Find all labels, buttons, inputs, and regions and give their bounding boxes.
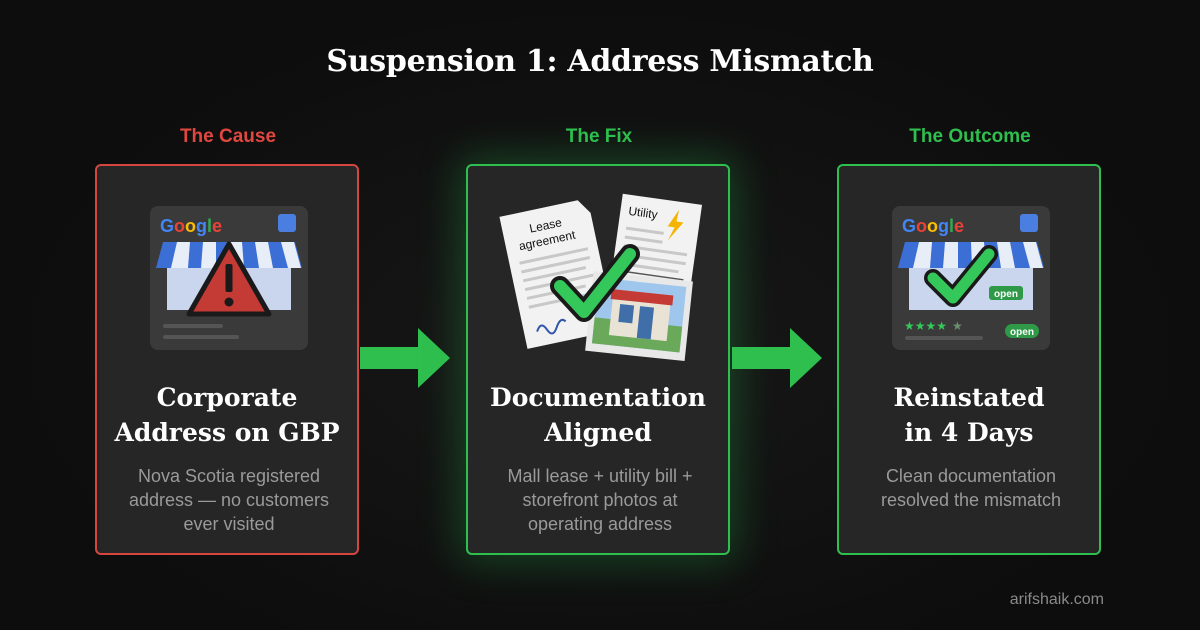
footer-credit: arifshaik.com [1009,591,1104,608]
outcome-description: Clean documentation resolved the mismatc… [880,466,1062,510]
svg-text:★: ★ [952,319,963,333]
cause-card: Google Corporate Address on GBP [95,164,359,555]
store-reinstated-illustration: Google open ★★★★ ★ open [892,206,1050,350]
gbp-icon [278,214,296,232]
column-label-cause: The Cause [179,126,277,147]
svg-text:Utility: Utility [628,204,659,222]
fix-card: Lease agreement Utility [466,164,730,555]
svg-text:★★★★: ★★★★ [904,319,947,333]
column-label-fix: The Fix [565,126,633,147]
fix-description: Mall lease + utility bill + storefront p… [507,466,693,534]
fix-heading: Documentation Aligned [490,383,706,447]
cause-description: Nova Scotia registered address — no cust… [128,466,330,534]
outcome-heading: Reinstated in 4 Days [893,383,1045,447]
svg-text:Lease: Lease [528,215,563,236]
svg-text:open: open [1010,327,1034,338]
open-badge [1005,324,1039,338]
lightning-icon [667,209,684,241]
arrow-right-icon [360,328,450,388]
cause-heading: Corporate Address on GBP [114,383,340,447]
checkmark-icon [554,248,636,318]
column-label-outcome: The Outcome [909,126,1031,147]
outcome-card: Google open ★★★★ ★ open [837,164,1101,555]
google-logo-text: Google [160,216,222,236]
store-warning-illustration: Google [150,206,308,350]
gbp-icon [1020,214,1038,232]
rating-stars: ★★★★ ★ [904,319,963,333]
google-logo-text: Google [902,216,964,236]
open-badge [989,286,1023,300]
arrow-right-icon [732,328,822,388]
documents-illustration: Lease agreement Utility [499,193,703,362]
svg-text:open: open [994,289,1018,300]
page-title: Suspension 1: Address Mismatch [326,44,874,79]
checkmark-icon [927,248,995,304]
